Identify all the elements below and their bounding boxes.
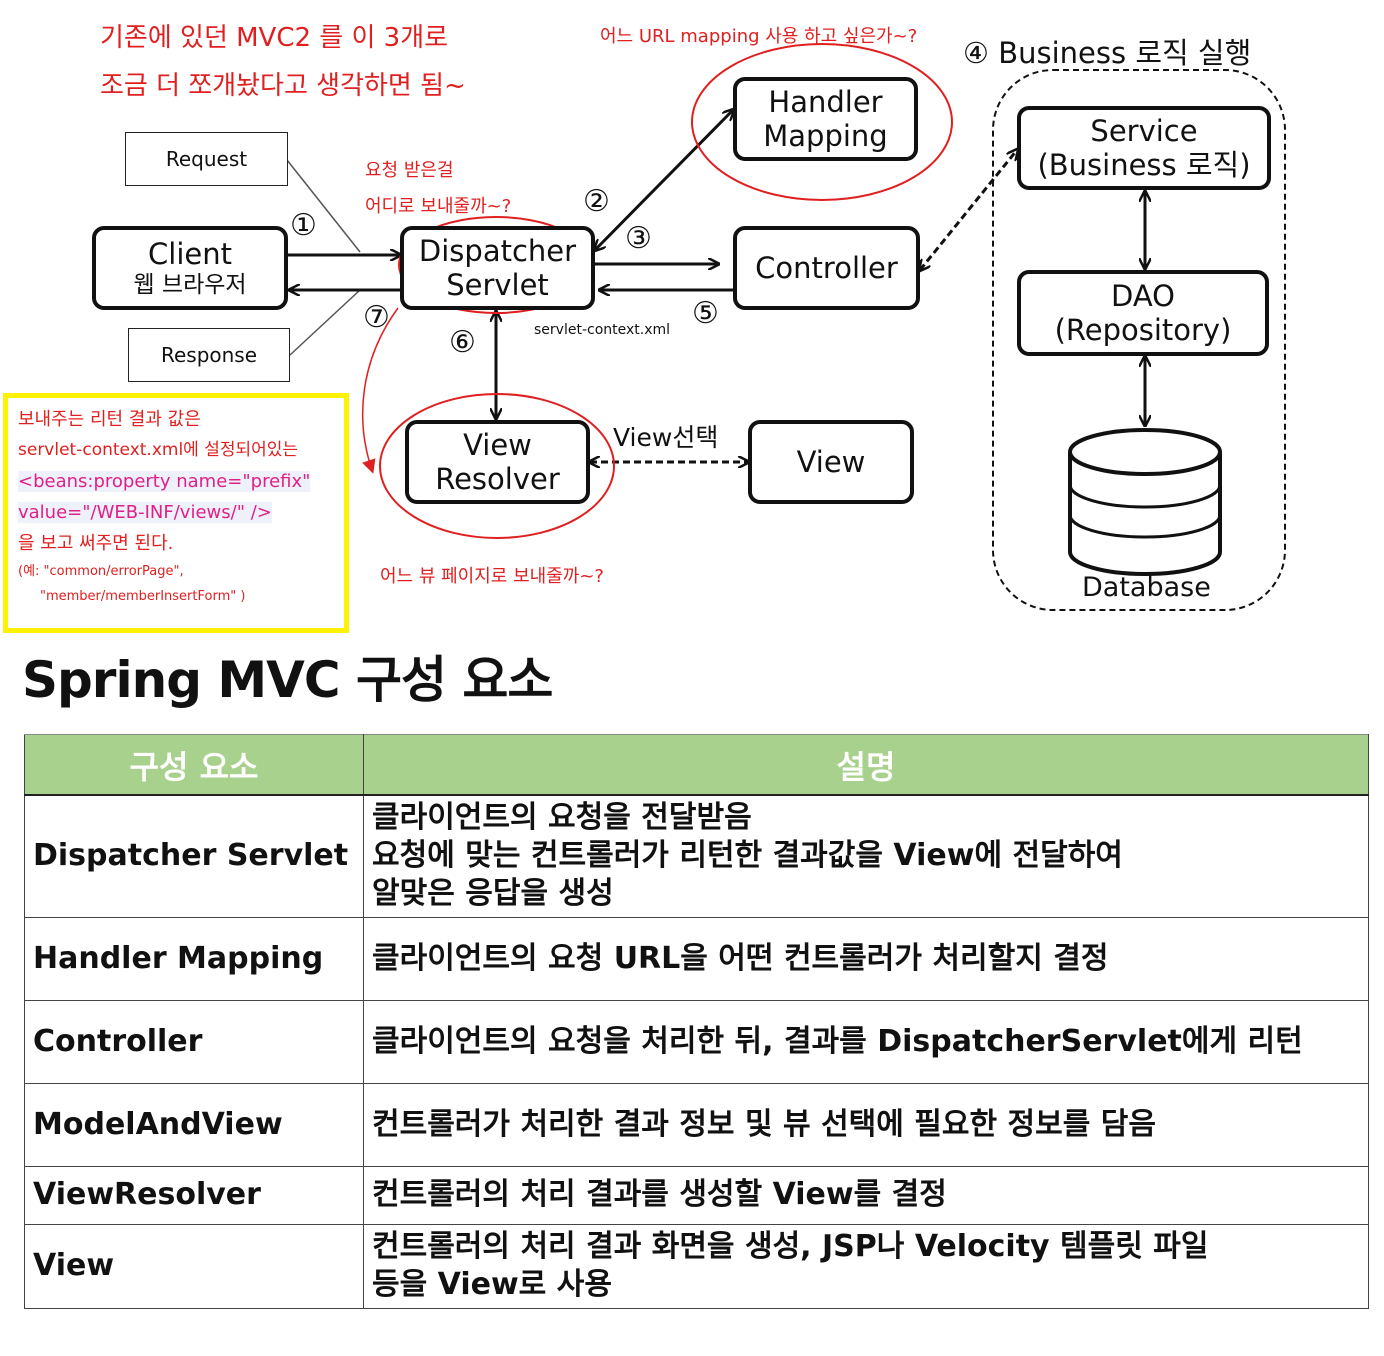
yellow-note-example1: (예: "common/errorPage", [18, 564, 184, 579]
yellow-note-code2: value="/WEB-INF/views/" /> [18, 502, 272, 523]
component-name: Handler Mapping [24, 917, 364, 1001]
table-row: ModelAndView 컨트롤러가 처리한 결과 정보 및 뷰 선택에 필요한… [24, 1083, 1369, 1167]
service-label-2: (Business 로직) [1037, 148, 1251, 182]
handler-mapping-box: Handler Mapping [733, 77, 918, 161]
note-request-1: 요청 받은걸 [365, 160, 454, 181]
dao-label-2: (Repository) [1054, 313, 1232, 347]
component-desc: 클라이언트의 요청을 처리한 뒤, 결과를 DispatcherServlet에… [363, 1000, 1369, 1084]
service-label-1: Service [1090, 114, 1198, 148]
component-name: View [24, 1224, 364, 1309]
response-label: Response [160, 343, 258, 367]
controller-label: Controller [755, 251, 898, 285]
note-servlet-context: servlet-context.xml [534, 322, 671, 338]
step-5: ⑤ [692, 296, 719, 331]
table-row: Handler Mapping 클라이언트의 요청 URL을 어떤 컨트롤러가 … [24, 917, 1369, 1001]
dispatcher-servlet-box: Dispatcher Servlet [400, 226, 595, 310]
highlight-ellipse-viewresolver [379, 393, 615, 539]
yellow-note-line3: 을 보고 써주면 된다. [18, 533, 174, 554]
handler-label-1: Handler [768, 85, 883, 119]
component-desc: 컨트롤러의 처리 결과 화면을 생성, JSP나 Velocity 템플릿 파일… [363, 1224, 1369, 1309]
view-resolver-label-1: View [463, 428, 532, 462]
business-container [992, 69, 1286, 611]
yellow-note-line1: 보내주는 리턴 결과 값은 [18, 409, 201, 430]
table-row: Dispatcher Servlet 클라이언트의 요청을 전달받음 요청에 맞… [24, 795, 1369, 918]
dispatcher-label-1: Dispatcher [418, 234, 577, 268]
table-row: Controller 클라이언트의 요청을 처리한 뒤, 결과를 Dispatc… [24, 1000, 1369, 1084]
yellow-note-example2: "member/memberInsertForm" ) [40, 589, 246, 604]
controller-box: Controller [733, 226, 920, 310]
component-desc: 컨트롤러의 처리 결과를 생성할 View를 결정 [363, 1166, 1369, 1225]
view-box: View [748, 420, 914, 504]
table-header-row: 구성 요소 설명 [24, 734, 1369, 796]
yellow-note-box: 보내주는 리턴 결과 값은 servlet-context.xml에 설정되어있… [3, 393, 349, 633]
view-select-label: View선택 [613, 423, 719, 452]
note-url-mapping: 어느 URL mapping 사용 하고 싶은가~? [600, 26, 918, 47]
yellow-note-line2: servlet-context.xml에 설정되어있는 [18, 440, 299, 460]
yellow-note-code1: <beans:property name="prefix" [18, 471, 311, 492]
view-resolver-label-2: Resolver [435, 462, 560, 496]
component-desc: 클라이언트의 요청을 전달받음 요청에 맞는 컨트롤러가 리턴한 결과값을 Vi… [363, 795, 1369, 918]
request-box: Request [125, 132, 288, 186]
step-6: ⑥ [449, 325, 476, 360]
component-desc: 클라이언트의 요청 URL을 어떤 컨트롤러가 처리할지 결정 [363, 917, 1369, 1001]
component-name: ModelAndView [24, 1083, 364, 1167]
note-top-1: 기존에 있던 MVC2 를 이 3개로 [100, 23, 449, 53]
header-description: 설명 [363, 734, 1369, 796]
handler-label-2: Mapping [763, 119, 888, 153]
response-line [289, 289, 361, 356]
step-3: ③ [625, 221, 652, 256]
service-box: Service (Business 로직) [1017, 106, 1271, 190]
table-row: View 컨트롤러의 처리 결과 화면을 생성, JSP나 Velocity 템… [24, 1224, 1369, 1309]
component-desc: 컨트롤러가 처리한 결과 정보 및 뷰 선택에 필요한 정보를 담음 [363, 1083, 1369, 1167]
response-box: Response [128, 328, 290, 382]
client-box: Client 웹 브라우저 [92, 226, 288, 310]
diagram-connectors [286, 43, 1286, 611]
note-view-where: 어느 뷰 페이지로 보내줄까~? [380, 566, 604, 587]
note-top-2: 조금 더 쪼개놨다고 생각하면 됨~ [100, 71, 466, 101]
note-request-2: 어디로 보내줄까~? [365, 196, 512, 217]
header-component: 구성 요소 [24, 734, 364, 796]
request-line [286, 159, 361, 253]
client-label: Client [148, 237, 232, 271]
component-name: Dispatcher Servlet [24, 795, 364, 918]
highlight-ellipse-handler [691, 43, 953, 201]
database-icon [1068, 428, 1222, 576]
dispatcher-label-2: Servlet [446, 268, 549, 302]
view-label: View [796, 445, 866, 479]
step-1: ① [290, 208, 317, 243]
view-resolver-box: View Resolver [405, 420, 590, 504]
red-curve-arrow [361, 307, 399, 474]
request-label: Request [165, 147, 248, 171]
dao-box: DAO (Repository) [1017, 270, 1269, 356]
components-table: 구성 요소 설명 Dispatcher Servlet 클라이언트의 요청을 전… [24, 734, 1369, 1309]
component-name: ViewResolver [24, 1166, 364, 1225]
component-name: Controller [24, 1000, 364, 1084]
step-2: ② [583, 184, 610, 219]
section-title: Spring MVC 구성 요소 [22, 651, 553, 709]
dao-label-1: DAO [1111, 279, 1175, 313]
client-sub-label: 웹 브라우저 [133, 272, 247, 298]
database-label: Database [1082, 572, 1211, 603]
business-label: ④ Business 로직 실행 [963, 36, 1252, 70]
step-7: ⑦ [363, 300, 390, 335]
table-row: ViewResolver 컨트롤러의 처리 결과를 생성할 View를 결정 [24, 1166, 1369, 1225]
